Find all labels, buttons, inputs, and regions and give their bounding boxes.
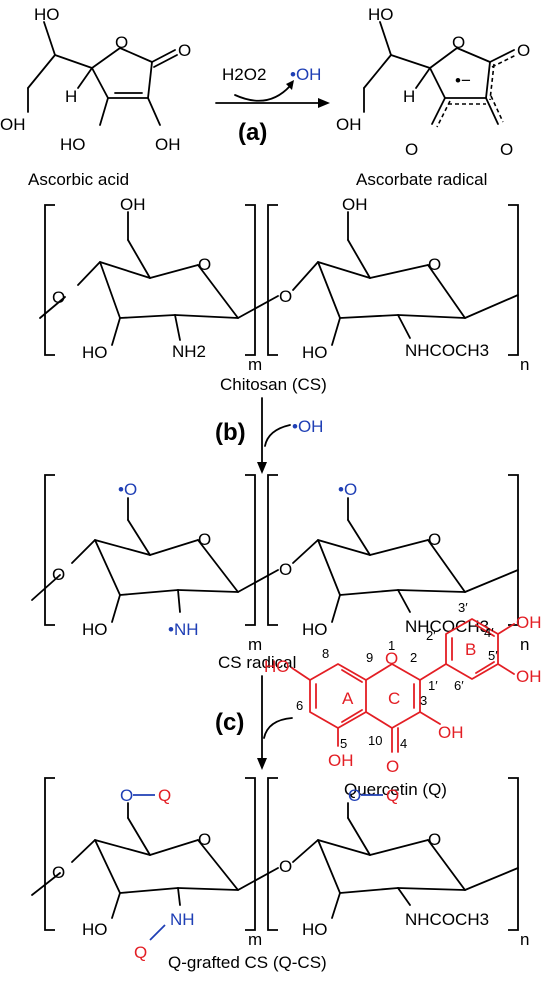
svg-text:O: O <box>279 560 292 579</box>
svg-text:HO: HO <box>368 5 394 24</box>
svg-text:•O: •O <box>118 480 137 499</box>
svg-text:Q: Q <box>134 943 147 962</box>
svg-text:4′: 4′ <box>484 625 494 640</box>
svg-text:OH: OH <box>516 613 542 632</box>
svg-text:m: m <box>248 635 262 654</box>
svg-text:3′: 3′ <box>458 600 468 615</box>
svg-text:O: O <box>428 830 441 849</box>
nh2-group: NH2 <box>172 342 206 361</box>
svg-text:H: H <box>65 87 77 106</box>
svg-text:HO: HO <box>302 620 328 639</box>
svg-text:O: O <box>198 255 211 274</box>
svg-text:O: O <box>386 757 399 776</box>
svg-text:OH: OH <box>120 195 146 214</box>
svg-text:O: O <box>452 33 465 52</box>
svg-text:5: 5 <box>340 736 347 751</box>
step-c-arrow: (c) <box>215 675 293 770</box>
svg-text:6: 6 <box>296 698 303 713</box>
step-b-reagent: •OH <box>292 417 323 436</box>
svg-text:1: 1 <box>388 638 395 653</box>
svg-text:H: H <box>403 87 415 106</box>
step-b-label: (b) <box>215 419 246 446</box>
svg-text:O: O <box>120 786 133 805</box>
step-a-arrow: H2O2 •OH (a) <box>215 65 330 146</box>
svg-text:O: O <box>428 255 441 274</box>
svg-text:5′: 5′ <box>488 648 498 663</box>
q-cs-label: Q-grafted CS (Q-CS) <box>168 953 327 972</box>
ascorbate-radical-label: Ascorbate radical <box>356 170 487 189</box>
svg-text:HO: HO <box>302 920 328 939</box>
ring-c-label: C <box>388 689 400 708</box>
svg-text:2′: 2′ <box>426 628 436 643</box>
svg-text:1′: 1′ <box>428 678 438 693</box>
ascorbic-acid-structure: HO O O OH HO OH H Ascorbic acid <box>0 5 191 189</box>
step-a-label: (a) <box>238 119 267 146</box>
svg-text:Q: Q <box>386 786 399 805</box>
svg-text:O: O <box>52 565 65 584</box>
ascorbic-acid-label: Ascorbic acid <box>28 170 129 189</box>
svg-text:8: 8 <box>322 646 329 661</box>
hydroxyl-radical-product: •OH <box>290 65 321 84</box>
step-b-arrow: (b) •OH <box>215 397 323 474</box>
svg-text:NH: NH <box>170 910 195 929</box>
svg-text:OH: OH <box>0 115 26 134</box>
svg-text:n: n <box>520 635 529 654</box>
svg-text:O: O <box>279 287 292 306</box>
svg-text:9: 9 <box>366 650 373 665</box>
chitosan-structure: O O OH HO NH2 m O O OH HO NHCOCH3 n Chit… <box>39 195 529 394</box>
svg-text:n: n <box>520 930 529 949</box>
svg-text:OH: OH <box>155 135 181 154</box>
svg-text:OH: OH <box>336 115 362 134</box>
svg-text:HO: HO <box>82 343 108 362</box>
svg-text:O: O <box>348 786 361 805</box>
svg-text:O: O <box>178 41 191 60</box>
cs-radical-label: CS radical <box>218 653 296 672</box>
svg-text:HO: HO <box>302 343 328 362</box>
ring-b-label: B <box>465 640 476 659</box>
subscript-n: n <box>520 355 529 374</box>
svg-text:O: O <box>279 857 292 876</box>
subscript-m: m <box>248 355 262 374</box>
svg-text:3: 3 <box>420 693 427 708</box>
svg-text:O: O <box>52 863 65 882</box>
svg-text:Q: Q <box>158 786 171 805</box>
h2o2-reagent: H2O2 <box>222 65 266 84</box>
step-c-label: (c) <box>215 709 244 736</box>
svg-text:O: O <box>517 41 530 60</box>
svg-text:HO: HO <box>34 5 60 24</box>
svg-text:OH: OH <box>328 751 354 770</box>
chitosan-label: Chitosan (CS) <box>220 375 327 394</box>
svg-text:NHCOCH3: NHCOCH3 <box>405 910 489 929</box>
svg-text:O: O <box>500 140 513 159</box>
ascorbate-radical-structure: HO O O OH H •− O O Ascorbate radical <box>336 5 530 189</box>
q-grafted-cs-structure: O O O Q HO NH Q m O O O Q HO NHCOCH3 n Q… <box>31 777 529 972</box>
quercetin-structure: HO O O OH OH OH OH A C B 8 9 1 2 3 4 5 6… <box>264 600 542 799</box>
svg-text:•NH: •NH <box>168 620 199 639</box>
svg-text:6′: 6′ <box>454 678 464 693</box>
svg-text:OH: OH <box>342 195 368 214</box>
cs-radical-structure: O O •O HO •NH m O O •O HO NHCOCH3 n CS r… <box>31 474 529 672</box>
svg-text:4: 4 <box>400 736 407 751</box>
svg-text:O: O <box>385 649 398 668</box>
svg-text:OH: OH <box>438 723 464 742</box>
svg-text:HO: HO <box>82 620 108 639</box>
svg-text:10: 10 <box>368 733 382 748</box>
svg-text:m: m <box>248 930 262 949</box>
svg-text:•O: •O <box>338 480 357 499</box>
nhcoch3-group: NHCOCH3 <box>405 341 489 360</box>
ring-a-label: A <box>342 689 354 708</box>
svg-text:O: O <box>405 140 418 159</box>
svg-text:2: 2 <box>410 650 417 665</box>
svg-text:•−: •− <box>455 71 471 90</box>
svg-text:HO: HO <box>60 135 86 154</box>
svg-text:O: O <box>198 830 211 849</box>
svg-text:O: O <box>52 288 65 307</box>
svg-text:O: O <box>428 530 441 549</box>
svg-text:OH: OH <box>516 667 542 686</box>
svg-text:O: O <box>115 33 128 52</box>
svg-text:HO: HO <box>264 657 290 676</box>
svg-text:O: O <box>198 530 211 549</box>
svg-text:HO: HO <box>82 920 108 939</box>
